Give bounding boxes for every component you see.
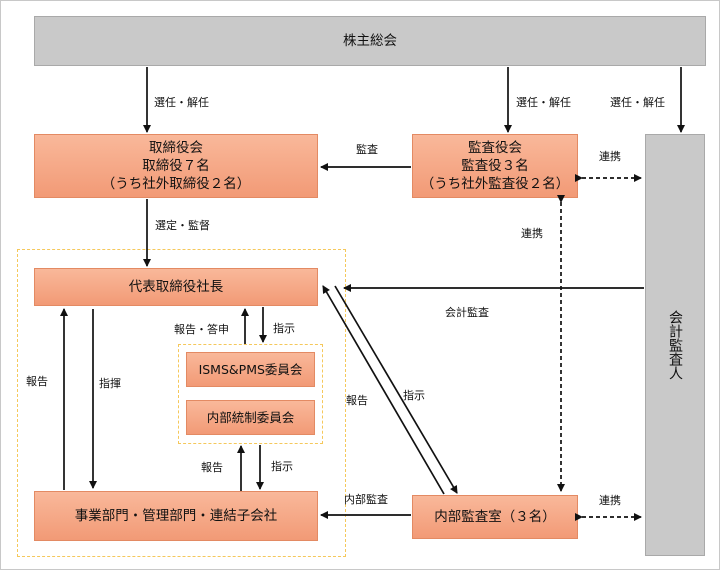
label-report-operations: 報告: [201, 461, 223, 474]
label-report-reply: 報告・答申: [174, 323, 229, 336]
business-divisions-box: 事業部門・管理部門・連結子会社: [34, 491, 318, 541]
committees-frame: [178, 344, 323, 444]
audit-board-outside: （うち社外監査役２名）: [420, 176, 570, 192]
internal-audit-office-label: 内部監査室（３名）: [434, 509, 556, 525]
label-report-left: 報告: [26, 375, 48, 388]
board-count: 取締役７名: [142, 158, 210, 174]
accounting-auditor-box: 会計監査人: [645, 134, 705, 556]
audit-board-box: 監査役会 監査役３名 （うち社外監査役２名）: [412, 134, 578, 198]
arrow-internal-audit-report: [322, 285, 445, 495]
accounting-auditor-label: 会計監査人: [667, 310, 683, 380]
label-cooperation-middle: 連携: [521, 227, 543, 240]
label-command: 指揮: [99, 377, 121, 390]
label-elect-dismiss-accounting: 選任・解任: [610, 96, 665, 109]
president-box: 代表取締役社長: [34, 268, 318, 306]
board-of-directors-box: 取締役会 取締役７名 （うち社外取締役２名）: [34, 134, 318, 198]
label-elect-dismiss-auditors: 選任・解任: [516, 96, 571, 109]
label-cooperation-top: 連携: [599, 150, 621, 163]
label-accounting-audit: 会計監査: [445, 306, 489, 319]
label-instruction-operations: 指示: [271, 460, 293, 473]
internal-control-committee-label: 内部統制委員会: [206, 409, 295, 425]
label-cooperation-bottom: 連携: [599, 494, 621, 507]
internal-audit-office-box: 内部監査室（３名）: [412, 495, 578, 539]
internal-control-committee-box: 内部統制委員会: [186, 400, 315, 435]
internal-control-frame: [17, 249, 346, 557]
isms-pms-committee-box: ISMS&PMS委員会: [186, 352, 315, 387]
label-instruction-internal-audit: 指示: [403, 389, 425, 402]
shareholders-meeting-box: 株主総会: [34, 16, 706, 66]
board-outside: （うち社外取締役２名）: [101, 176, 251, 192]
arrow-president-instruct-internal-audit: [334, 285, 458, 494]
label-instruction-committee: 指示: [273, 322, 295, 335]
president-label: 代表取締役社長: [128, 279, 224, 295]
label-report-internal-audit: 報告: [346, 394, 368, 407]
audit-board-count: 監査役３名: [461, 158, 529, 174]
audit-board-title: 監査役会: [468, 140, 522, 156]
label-elect-dismiss-board: 選任・解任: [154, 96, 209, 109]
label-appoint-supervise: 選定・監督: [155, 219, 210, 232]
label-internal-audit: 内部監査: [344, 493, 388, 506]
business-divisions-label: 事業部門・管理部門・連結子会社: [74, 508, 278, 524]
board-title: 取締役会: [149, 140, 203, 156]
label-audit: 監査: [356, 143, 378, 156]
isms-pms-committee-label: ISMS&PMS委員会: [198, 361, 303, 377]
shareholders-meeting-label: 株主総会: [343, 33, 397, 49]
